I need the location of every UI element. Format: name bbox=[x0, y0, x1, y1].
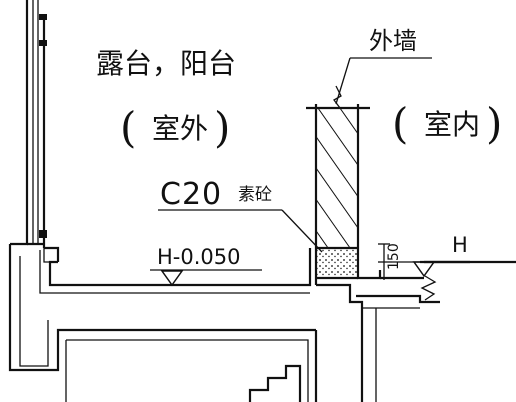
balcony-slab bbox=[8, 242, 318, 402]
outer-wall-leader bbox=[335, 57, 432, 105]
interior-slab bbox=[316, 260, 516, 402]
exterior-elevation-marker: H-0.050 bbox=[150, 245, 262, 287]
lower-steps bbox=[248, 364, 302, 402]
concrete-infill bbox=[316, 248, 382, 280]
interior-paren-open: ( bbox=[392, 99, 408, 148]
concrete-leader bbox=[158, 209, 323, 253]
exterior-elevation-label: H-0.050 bbox=[157, 245, 241, 269]
outer-wall-label: 外墙 bbox=[369, 27, 417, 55]
interior-elevation-label: H bbox=[452, 233, 468, 257]
exterior-area-label: 露台，阳台 bbox=[96, 47, 236, 80]
interior-paren-close: ) bbox=[486, 99, 502, 148]
exterior-paren-open: ( bbox=[120, 103, 136, 152]
concrete-grade-label: C20 bbox=[160, 177, 222, 212]
interior-label: 室内 bbox=[424, 108, 480, 141]
interior-elevation-marker: H bbox=[412, 233, 470, 278]
left-frame bbox=[25, 0, 47, 248]
exterior-label: 室外 bbox=[152, 112, 208, 145]
exterior-paren-close: ) bbox=[214, 103, 230, 152]
step-dimension-value: 150 bbox=[386, 243, 402, 270]
concrete-type-label: 素砼 bbox=[238, 185, 272, 205]
